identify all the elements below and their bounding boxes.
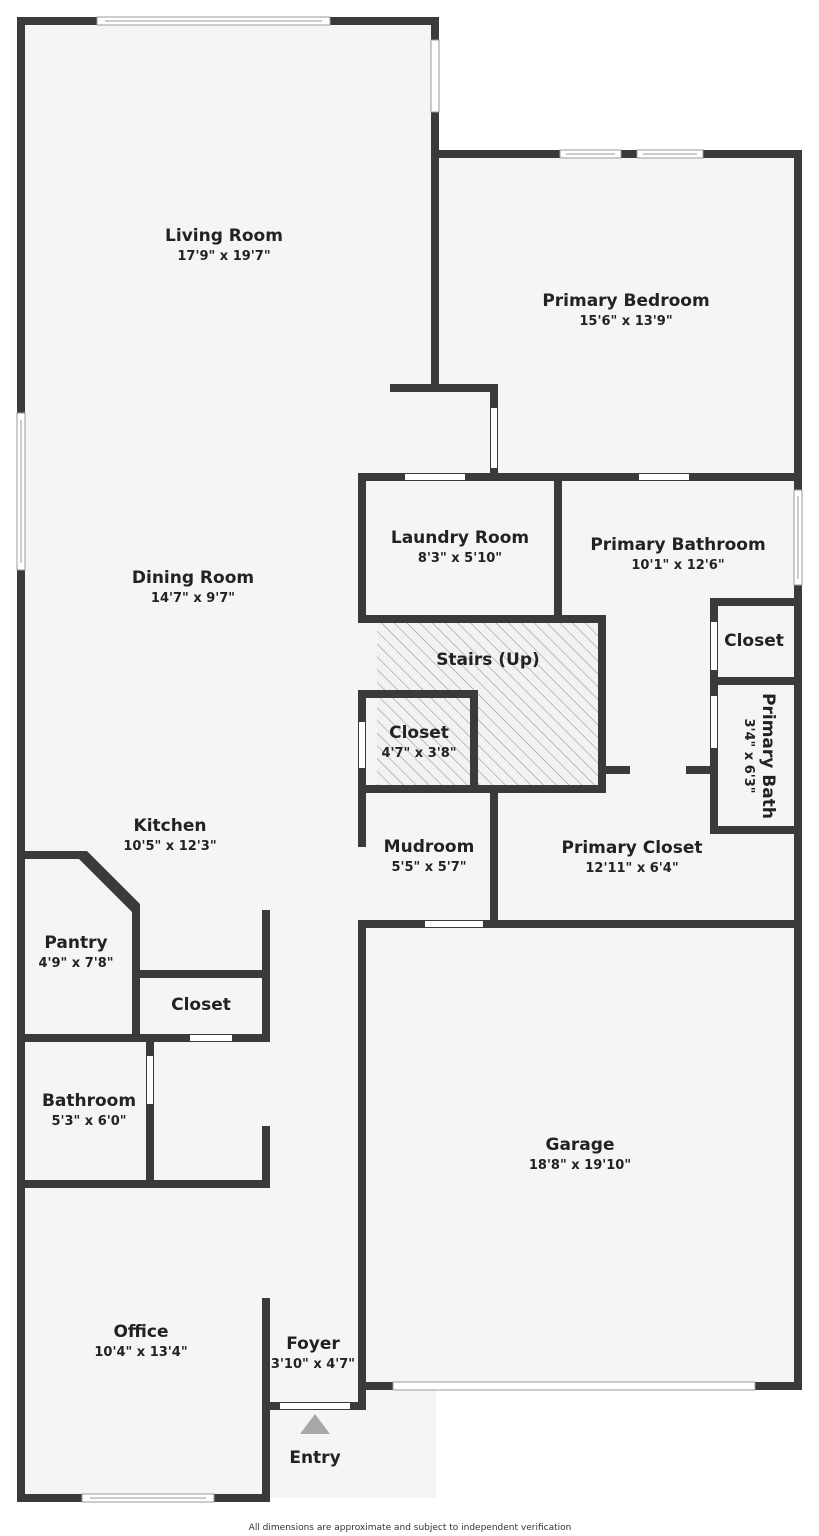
room-dimensions: 14'7" x 9'7"	[151, 591, 235, 606]
entry-label: Entry	[289, 1448, 340, 1468]
room-dimensions: 10'1" x 12'6"	[631, 558, 724, 573]
room-living-room: Living Room 17'9" x 19'7"	[165, 226, 283, 264]
room-dimensions: 10'5" x 12'3"	[123, 839, 216, 854]
room-name: Mudroom	[384, 837, 475, 857]
room-name: Primary Bedroom	[542, 291, 709, 311]
room-foyer: Foyer 3'10" x 4'7"	[271, 1334, 355, 1372]
room-garage: Garage 18'8" x 19'10"	[529, 1135, 631, 1173]
room-dimensions: 10'4" x 13'4"	[94, 1345, 187, 1360]
room-dimensions: 18'8" x 19'10"	[529, 1158, 631, 1173]
room-pantry: Pantry 4'9" x 7'8"	[38, 933, 113, 971]
room-name: Office	[113, 1322, 168, 1342]
stairs-hatch	[377, 620, 602, 789]
room-name: Dining Room	[132, 568, 254, 588]
room-laundry-room: Laundry Room 8'3" x 5'10"	[391, 528, 529, 566]
room-name: Primary Bath	[758, 693, 778, 819]
room-stairs: Stairs (Up)	[436, 650, 540, 670]
room-primary-bedroom: Primary Bedroom 15'6" x 13'9"	[542, 291, 709, 329]
room-name: Closet	[724, 631, 784, 651]
room-primary-closet: Primary Closet 12'11" x 6'4"	[562, 838, 703, 876]
room-primary-bath: Primary Bath 3'4" x 6'3"	[741, 693, 778, 819]
room-dimensions: 5'5" x 5'7"	[391, 860, 466, 875]
disclaimer-text: All dimensions are approximate and subje…	[249, 1523, 572, 1533]
room-dimensions: 17'9" x 19'7"	[177, 249, 270, 264]
room-mudroom: Mudroom 5'5" x 5'7"	[384, 837, 475, 875]
room-office: Office 10'4" x 13'4"	[94, 1322, 187, 1360]
floor-area	[22, 22, 798, 1498]
room-dimensions: 3'10" x 4'7"	[271, 1357, 355, 1372]
room-name: Bathroom	[42, 1091, 136, 1111]
room-name: Closet	[389, 723, 449, 743]
room-dining-room: Dining Room 14'7" x 9'7"	[132, 568, 254, 606]
room-dimensions: 12'11" x 6'4"	[585, 861, 678, 876]
room-kitchen: Kitchen 10'5" x 12'3"	[123, 816, 216, 854]
room-bathroom: Bathroom 5'3" x 6'0"	[42, 1091, 136, 1129]
entry-arrow-icon	[300, 1414, 330, 1434]
room-primary-bathroom: Primary Bathroom 10'1" x 12'6"	[590, 535, 765, 573]
room-name: Pantry	[44, 933, 107, 953]
room-name: Laundry Room	[391, 528, 529, 548]
windows	[16, 16, 803, 1503]
room-name: Stairs (Up)	[436, 650, 540, 670]
room-dimensions: 4'9" x 7'8"	[38, 956, 113, 971]
room-closet-pantry: Closet	[171, 995, 231, 1015]
room-dimensions: 4'7" x 3'8"	[381, 746, 456, 761]
room-dimensions: 8'3" x 5'10"	[418, 551, 502, 566]
room-closet-bath: Closet	[724, 631, 784, 651]
room-name: Living Room	[165, 226, 283, 246]
room-closet-mid: Closet 4'7" x 3'8"	[381, 723, 456, 761]
room-name: Primary Bathroom	[590, 535, 765, 555]
door-openings	[147, 408, 717, 1409]
room-dimensions: 15'6" x 13'9"	[579, 314, 672, 329]
room-name: Closet	[171, 995, 231, 1015]
room-name: Foyer	[286, 1334, 340, 1354]
room-name: Kitchen	[134, 816, 207, 836]
room-name: Primary Closet	[562, 838, 703, 858]
room-name: Garage	[546, 1135, 615, 1155]
room-dimensions: 3'4" x 6'3"	[741, 718, 756, 793]
room-dimensions: 5'3" x 6'0"	[51, 1114, 126, 1129]
